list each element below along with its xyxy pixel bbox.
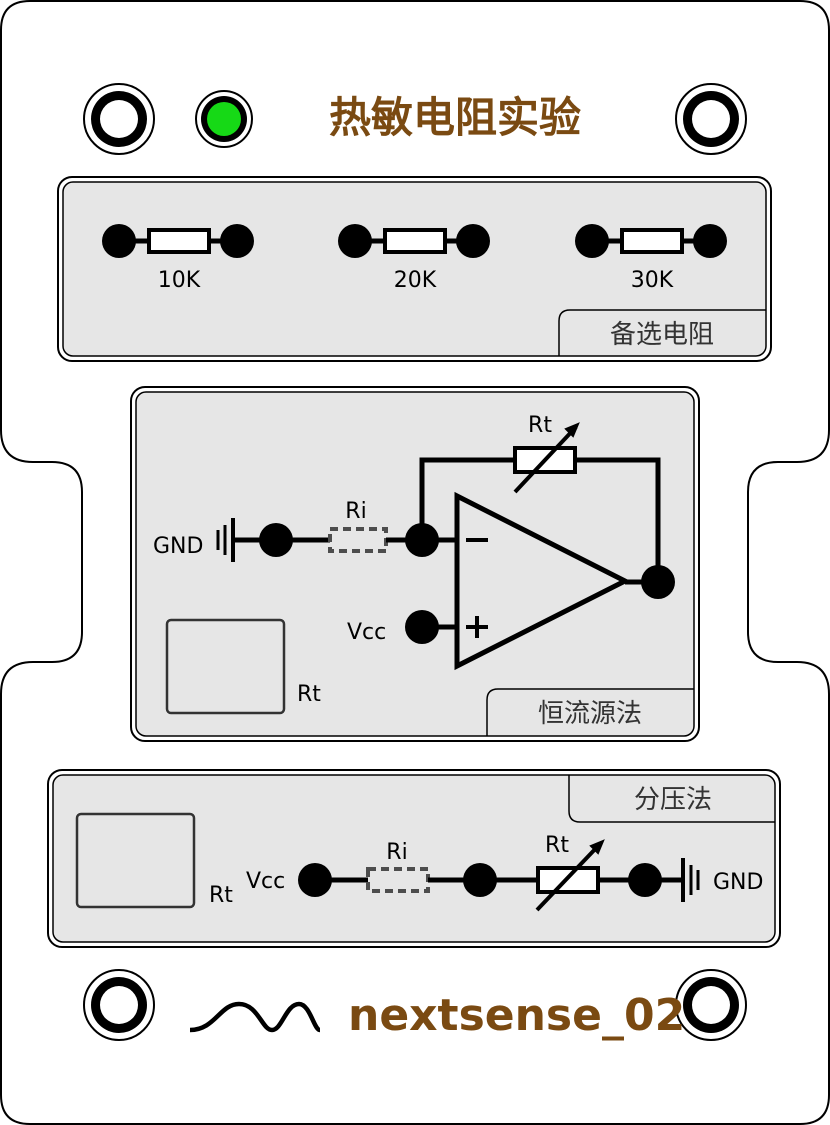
mount-hole-icon xyxy=(83,969,155,1041)
socket-label: Rt xyxy=(297,682,321,707)
voltage-divider-tab-label: 分压法 xyxy=(634,785,712,815)
mount-hole-icon xyxy=(83,83,155,155)
thermistor-socket[interactable] xyxy=(165,618,286,715)
ri-label: Ri xyxy=(345,499,366,524)
gnd-label: GND xyxy=(713,870,763,895)
constant-current-tab-label: 恒流源法 xyxy=(538,699,642,729)
resistor-10k[interactable] xyxy=(102,224,254,258)
vcc-terminal[interactable] xyxy=(405,610,439,644)
resistor-panel-tab-label: 备选电阻 xyxy=(610,320,714,350)
led-indicator-icon xyxy=(195,90,253,148)
thermistor-socket[interactable] xyxy=(75,812,196,909)
rt-label: Rt xyxy=(528,413,552,438)
gnd-label: GND xyxy=(153,534,203,559)
resistor-label: 10K xyxy=(158,268,201,293)
output-terminal[interactable] xyxy=(641,565,675,599)
vcc-label: Vcc xyxy=(347,620,386,645)
ri-label: Ri xyxy=(386,840,407,865)
voltage-divider-panel: 分压法 Rt Vcc Ri Rt GND xyxy=(47,769,781,948)
resistor-30k[interactable] xyxy=(575,224,727,258)
resistor-20k[interactable] xyxy=(338,224,490,258)
thermistor-icon xyxy=(513,422,580,494)
rt-label: Rt xyxy=(545,833,569,858)
panel-tab xyxy=(486,688,694,736)
mount-hole-icon xyxy=(675,969,747,1041)
panel-tab xyxy=(558,309,766,356)
board-title: 热敏电阻实验 xyxy=(329,93,581,142)
socket-label: Rt xyxy=(209,883,233,908)
constant-current-panel: 恒流源法 Rt GND Ri Rt xyxy=(130,386,700,742)
vcc-label: Vcc xyxy=(246,869,285,894)
mount-hole-icon xyxy=(675,83,747,155)
resistor-label: 30K xyxy=(631,268,674,293)
wave-icon xyxy=(189,1001,322,1033)
panel-tab xyxy=(568,775,775,823)
ground-icon xyxy=(645,858,700,902)
resistor-label: 20K xyxy=(394,268,437,293)
thermistor-icon xyxy=(535,839,605,912)
resistor-panel: 备选电阻 10K 20K 30K xyxy=(57,176,772,362)
brand-name: nextsense_02 xyxy=(348,990,685,1041)
